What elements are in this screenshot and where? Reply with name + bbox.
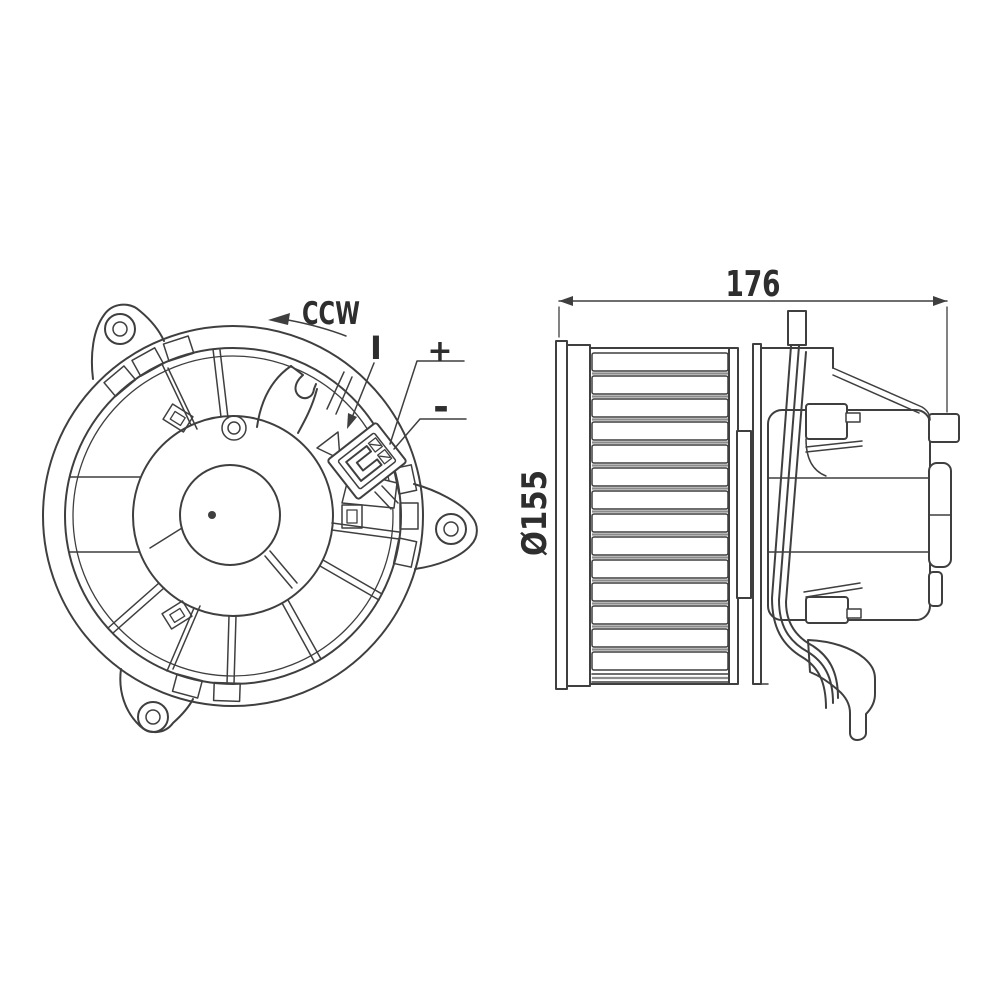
dimension-176: 176 bbox=[558, 264, 948, 413]
dim-arrow-right bbox=[933, 296, 947, 306]
connector bbox=[316, 422, 407, 510]
mounting-flange bbox=[752, 310, 839, 709]
mounting-ear-bottom-left bbox=[119, 668, 194, 734]
negative-leader bbox=[393, 418, 467, 450]
radial-ribs bbox=[68, 348, 400, 685]
fan-cage bbox=[555, 340, 752, 690]
ccw-arrowhead bbox=[268, 313, 290, 325]
terminal-arrowhead bbox=[347, 413, 357, 429]
motor-lug-bottom bbox=[803, 582, 863, 624]
motor-end-step-upper bbox=[928, 413, 960, 443]
housing-hub-section bbox=[736, 430, 752, 599]
bracket-foot bbox=[807, 639, 876, 741]
motor-body bbox=[767, 409, 960, 621]
dim-arrow-left bbox=[559, 296, 573, 306]
terminal-index-label: I bbox=[370, 329, 382, 367]
top-bracket bbox=[760, 347, 931, 421]
fan-diameter-label: Ø155 bbox=[515, 470, 555, 556]
mounting-ear-top-left bbox=[90, 303, 165, 380]
rim-clips bbox=[103, 335, 419, 703]
front-view: CCW I + - bbox=[42, 296, 478, 734]
housing-circles bbox=[42, 325, 424, 707]
positive-leader bbox=[389, 360, 465, 445]
cage-end-disc bbox=[566, 344, 591, 687]
cage-front-plate bbox=[555, 340, 568, 690]
shaft-center-dot bbox=[208, 511, 216, 519]
ccw-rotation-arrow bbox=[268, 313, 347, 337]
motor-lug-top bbox=[805, 403, 863, 477]
motor-end-step-lower bbox=[928, 571, 943, 607]
negative-terminal-label: - bbox=[433, 385, 449, 429]
positive-terminal-label: + bbox=[427, 334, 452, 369]
terminal-leaders bbox=[347, 360, 467, 450]
overall-width-label: 176 bbox=[726, 264, 781, 305]
side-view: 176 Ø155 bbox=[515, 264, 960, 741]
fan-blades bbox=[591, 352, 729, 683]
rotation-label: CCW bbox=[302, 296, 360, 332]
latch-boxes bbox=[161, 403, 363, 630]
flange-top-tab bbox=[787, 310, 807, 346]
mounting-ear-right bbox=[413, 483, 478, 570]
